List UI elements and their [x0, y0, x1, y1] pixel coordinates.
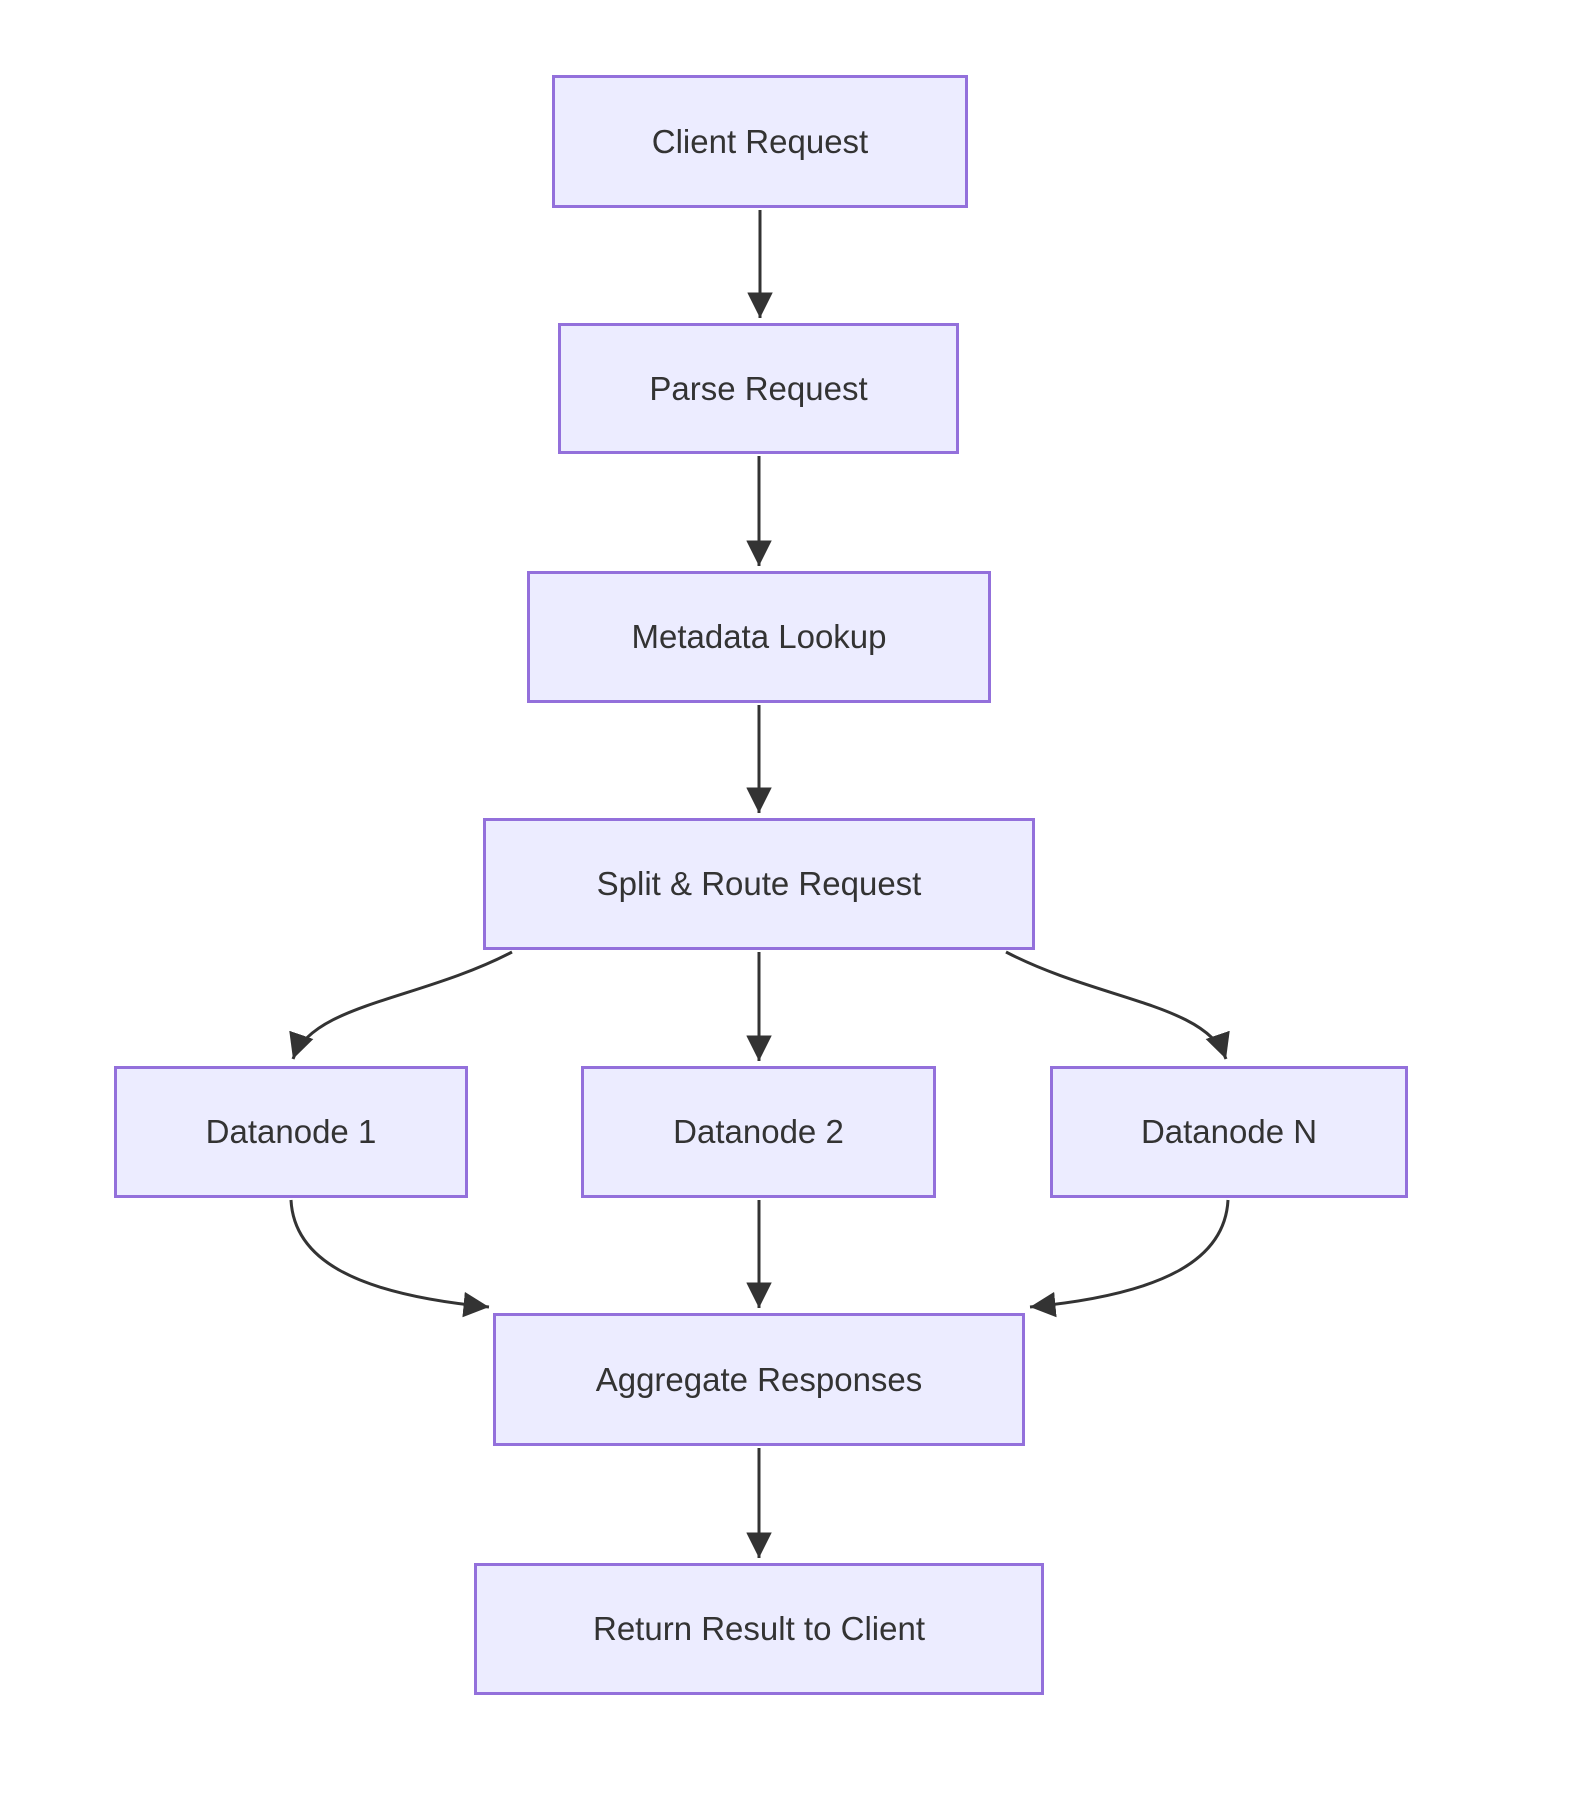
node-datanode-2-label: Datanode 2 [673, 1113, 844, 1150]
edge-split-to-datanodeN [1005, 950, 1230, 1060]
node-return-result-to-client-label: Return Result to Client [593, 1610, 925, 1647]
node-datanode-n: Datanode N [1050, 1066, 1408, 1198]
edge-split-to-datanode1 [289, 950, 513, 1060]
node-aggregate-responses-label: Aggregate Responses [595, 1360, 923, 1398]
node-aggregate-responses: Aggregate Responses [493, 1313, 1025, 1446]
edge-datanodeN-to-aggregate [1029, 1199, 1230, 1318]
node-metadata-lookup: Metadata Lookup [527, 571, 991, 703]
node-metadata-lookup-label: Metadata Lookup [631, 618, 887, 655]
edge-datanode1-to-aggregate [289, 1199, 490, 1318]
node-datanode-n-label: Datanode N [1140, 1113, 1318, 1150]
node-client-request: Client Request [552, 75, 968, 208]
node-parse-request: Parse Request [558, 323, 959, 454]
node-datanode-1-label: Datanode 1 [205, 1113, 377, 1150]
node-datanode-2: Datanode 2 [581, 1066, 936, 1198]
node-datanode-1: Datanode 1 [114, 1066, 468, 1198]
node-split-route-request: Split & Route Request [483, 818, 1035, 950]
node-client-request-label: Client Request [651, 122, 869, 160]
node-parse-request-label: Parse Request [649, 369, 868, 407]
node-split-route-request-label: Split & Route Request [596, 865, 922, 902]
node-return-result-to-client: Return Result to Client [474, 1563, 1044, 1695]
